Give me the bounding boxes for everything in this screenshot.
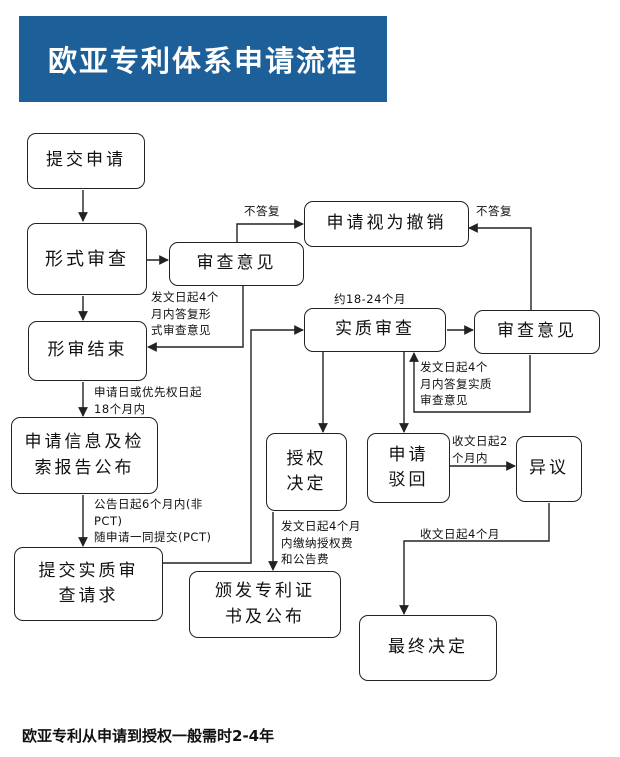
label-formal-reply-deadline: 发文日起4个 月内答复形 式审查意见: [151, 290, 219, 338]
page-title: 欧亚专利体系申请流程: [47, 44, 358, 78]
node-patent-certificate: 颁发专利证 书及公布: [189, 571, 341, 638]
node-submit-application: 提交申请: [27, 133, 145, 189]
label-grant-fee-deadline: 发文日起4个月 内缴纳授权费 和公告费: [281, 519, 361, 567]
label-objection-deadline-2: 收文日起2 个月内: [452, 434, 508, 465]
title-banner: 欧亚专利体系申请流程: [19, 16, 387, 102]
arrow-opinion2-to-exam: [409, 352, 531, 413]
node-final-decision: 最终决定: [359, 615, 497, 681]
arrow-opinion-to-withdrawn: [236, 219, 304, 242]
arrow-request-to-exam: [163, 325, 304, 564]
footer-note: 欧亚专利从申请到授权一般需时2-4年: [22, 727, 275, 745]
node-publication: 申请信息及检 索报告公布: [11, 417, 158, 494]
node-substantive-opinion: 审查意见: [474, 310, 600, 354]
label-substantive-reply-deadline: 发文日起4个 月内答复实质 审查意见: [420, 360, 492, 408]
node-deemed-withdrawn: 申请视为撤销: [304, 201, 469, 247]
arrow-opinion2-to-withdrawn: [468, 223, 532, 310]
label-publication-timing: 申请日或优先权日起 18个月内: [94, 385, 202, 416]
node-formal-exam-end: 形审结束: [28, 321, 147, 381]
node-objection: 异议: [516, 436, 582, 502]
node-rejection: 申请 驳回: [367, 433, 450, 503]
node-substantive-exam: 实质审查: [304, 308, 446, 352]
label-no-reply-left: 不答复: [244, 204, 280, 218]
node-formal-exam: 形式审查: [27, 223, 147, 295]
label-exam-request-timing: 公告日起6个月内(非 PCT) 随申请一同提交(PCT): [94, 497, 212, 545]
arrow-objection-to-final: [399, 503, 550, 615]
label-duration-18-24: 约18-24个月: [334, 292, 406, 306]
arrow-opinion-to-end: [147, 285, 244, 352]
node-formal-opinion: 审查意见: [169, 242, 304, 286]
node-substantive-request: 提交实质审 查请求: [14, 547, 163, 621]
label-objection-deadline-4: 收文日起4个月: [420, 527, 500, 541]
node-grant-decision: 授权 决定: [266, 433, 347, 511]
label-no-reply-right: 不答复: [476, 204, 512, 218]
